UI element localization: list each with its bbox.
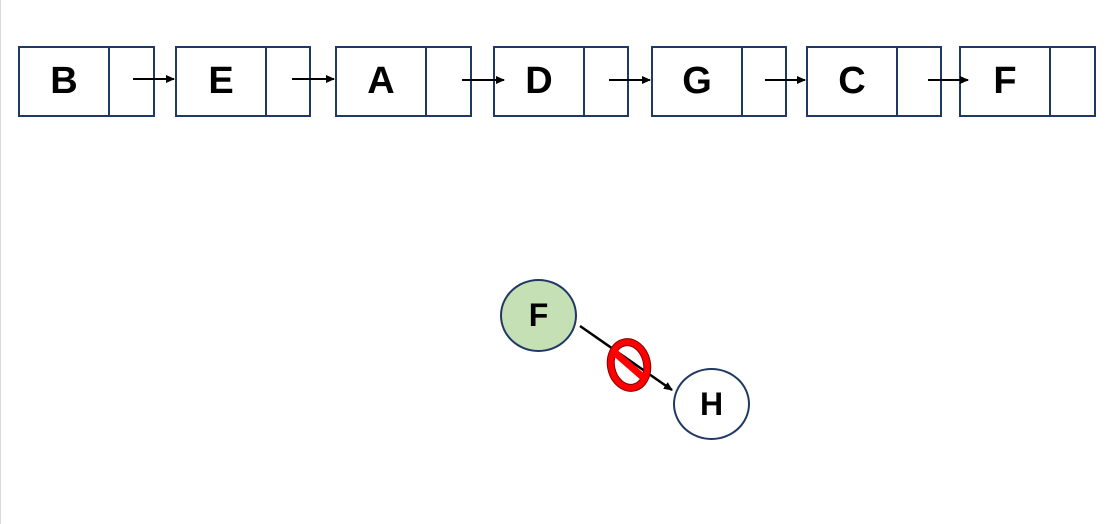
list-node-value: B xyxy=(20,48,110,115)
list-node-e: E xyxy=(175,46,311,117)
list-node-value: A xyxy=(337,48,427,115)
list-node-value: G xyxy=(653,48,743,115)
left-edge-rule xyxy=(0,0,1,524)
tree-node-h: H xyxy=(673,368,750,440)
tree-node-f: F xyxy=(500,279,577,352)
list-node-d: D xyxy=(493,46,629,117)
list-node-value: F xyxy=(961,48,1051,115)
list-node-value: D xyxy=(495,48,585,115)
list-node-b: B xyxy=(18,46,155,117)
list-node-value: C xyxy=(808,48,898,115)
list-node-value: E xyxy=(177,48,267,115)
list-node-a: A xyxy=(335,46,472,117)
prohibition-icon xyxy=(606,338,652,392)
list-node-g: G xyxy=(651,46,787,117)
list-node-c: C xyxy=(806,46,942,117)
